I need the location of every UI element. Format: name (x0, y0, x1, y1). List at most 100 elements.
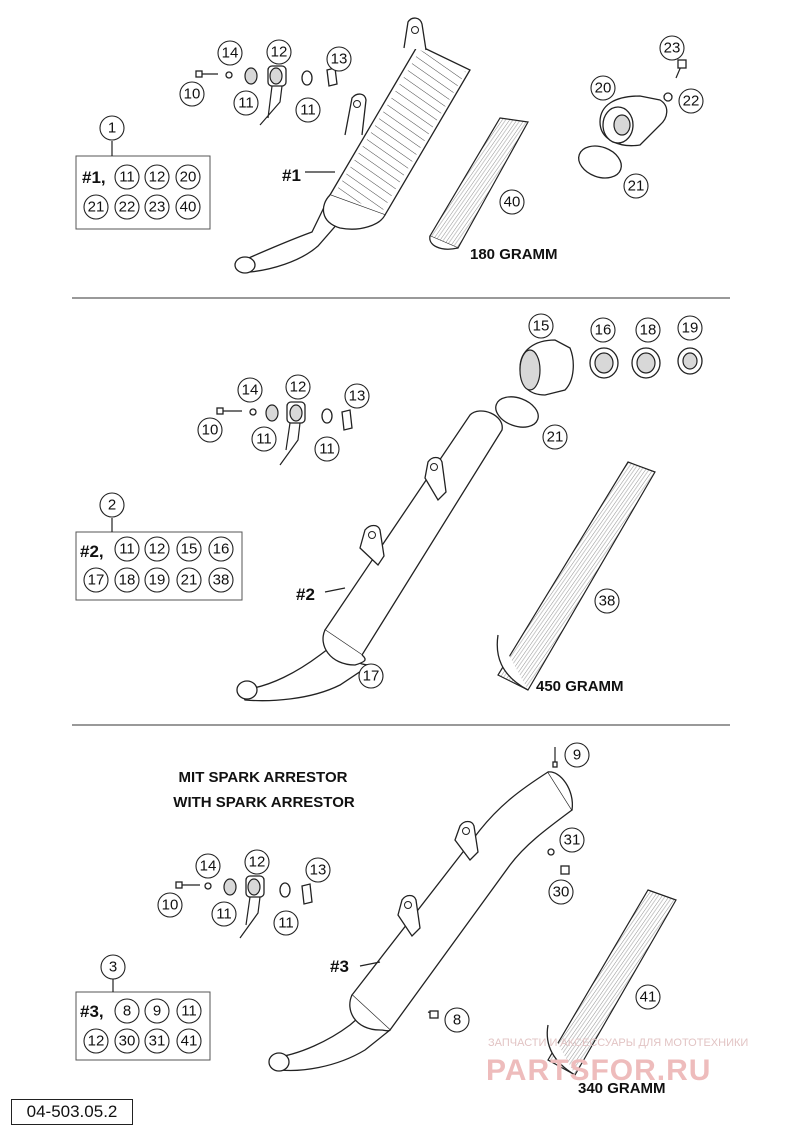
svg-text:9: 9 (573, 747, 581, 764)
callout-11a-s2: 11 (251, 426, 277, 452)
callout-11b: 11 (295, 97, 321, 123)
svg-text:38: 38 (213, 572, 230, 589)
callout-kit3-r1-0: 8 (114, 998, 140, 1024)
mount-hardware-1 (195, 65, 338, 126)
svg-text:12: 12 (271, 44, 288, 61)
callout-kit3-r1-1: 9 (144, 998, 170, 1024)
callout-kit1-r1-2: 20 (175, 164, 201, 190)
svg-text:20: 20 (180, 169, 197, 186)
watermark-tagline: ЗАПЧАСТИ И АКСЕССУАРЫ ДЛЯ МОТОТЕХНИКИ (488, 1037, 748, 1049)
callout-22: 22 (678, 88, 704, 114)
muffler-3-drawing (268, 747, 573, 1072)
callout-kit1-r2-3: 40 (175, 194, 201, 220)
svg-text:11: 11 (238, 95, 254, 112)
callout-kit3-r2-2: 31 (144, 1028, 170, 1054)
svg-text:14: 14 (242, 382, 259, 399)
mount-hardware-2 (216, 401, 353, 466)
svg-text:11: 11 (181, 1003, 197, 1020)
callout-10: 10 (179, 81, 205, 107)
callout-16: 16 (590, 317, 616, 343)
svg-text:21: 21 (181, 572, 198, 589)
callout-19: 19 (677, 315, 703, 341)
callout-kit1-r1-0: 11 (114, 164, 140, 190)
svg-text:12: 12 (88, 1033, 105, 1050)
svg-text:19: 19 (682, 320, 699, 337)
callout-23: 23 (659, 35, 685, 61)
svg-text:1: 1 (108, 120, 116, 137)
svg-text:21: 21 (547, 429, 564, 446)
svg-text:23: 23 (664, 40, 681, 57)
svg-text:12: 12 (290, 379, 307, 396)
callout-31: 31 (559, 827, 585, 853)
svg-text:11: 11 (278, 915, 294, 932)
callout-30: 30 (548, 879, 574, 905)
callout-40: 40 (499, 189, 525, 215)
packing-40-drawing (429, 117, 529, 250)
svg-text:11: 11 (119, 169, 135, 186)
part-tag-2: #2 (296, 585, 315, 604)
callout-12-s2: 12 (285, 374, 311, 400)
callout-kit2-r2-3: 21 (176, 567, 202, 593)
svg-text:11: 11 (119, 541, 135, 558)
svg-text:19: 19 (149, 572, 166, 589)
kit-label-1: #1, (82, 168, 106, 187)
svg-text:12: 12 (149, 169, 166, 186)
callout-21: 21 (623, 173, 649, 199)
svg-text:31: 31 (564, 832, 581, 849)
callout-kit-1: 1 (99, 115, 125, 141)
callout-kit2-r1-1: 12 (144, 536, 170, 562)
svg-text:21: 21 (88, 199, 105, 216)
caption-mit-spark-arrestor: MIT SPARK ARRESTOR (179, 769, 348, 786)
callout-11b-s3: 11 (273, 910, 299, 936)
callout-kit1-r2-2: 23 (144, 194, 170, 220)
kit-label-2: #2, (80, 542, 104, 561)
callout-kit2-r1-3: 16 (208, 536, 234, 562)
section-3: MIT SPARK ARRESTOR WITH SPARK ARRESTOR #… (75, 742, 677, 1097)
callout-41: 41 (635, 984, 661, 1010)
callout-kit1-r2-0: 21 (83, 194, 109, 220)
callout-kit2-r1-2: 15 (176, 536, 202, 562)
svg-text:14: 14 (222, 45, 239, 62)
svg-text:13: 13 (310, 862, 327, 879)
muffler-2-drawing (236, 410, 503, 702)
callout-kit3-r1-2: 11 (176, 998, 202, 1024)
svg-text:10: 10 (184, 86, 201, 103)
svg-text:22: 22 (119, 199, 136, 216)
packing-38-drawing (496, 461, 656, 691)
caption-with-spark-arrestor: WITH SPARK ARRESTOR (173, 794, 355, 811)
svg-text:15: 15 (533, 318, 550, 335)
svg-text:14: 14 (200, 858, 217, 875)
svg-text:8: 8 (123, 1003, 131, 1020)
callout-20: 20 (590, 75, 616, 101)
callout-kit2-r2-4: 38 (208, 567, 234, 593)
muffler-1-drawing (234, 17, 471, 274)
svg-text:3: 3 (109, 959, 117, 976)
svg-text:16: 16 (595, 322, 612, 339)
svg-text:30: 30 (119, 1033, 136, 1050)
callout-11a-s3: 11 (211, 901, 237, 927)
weight-450: 450 GRAMM (536, 678, 624, 695)
callout-38: 38 (594, 588, 620, 614)
packing-41-drawing (546, 889, 677, 1076)
callout-8: 8 (444, 1007, 470, 1033)
svg-text:8: 8 (453, 1012, 461, 1029)
watermark: ЗАПЧАСТИ И АКСЕССУАРЫ ДЛЯ МОТОТЕХНИКИ PA… (486, 1037, 748, 1087)
svg-text:13: 13 (349, 388, 366, 405)
callout-12: 12 (266, 39, 292, 65)
svg-text:31: 31 (149, 1033, 166, 1050)
svg-text:17: 17 (363, 668, 380, 685)
callout-kit1-r1-1: 12 (144, 164, 170, 190)
callout-kit2-r2-1: 18 (114, 567, 140, 593)
callout-12-s3: 12 (244, 849, 270, 875)
svg-text:40: 40 (504, 194, 521, 211)
svg-text:20: 20 (595, 80, 612, 97)
section-1: #1 180 GRAMM (75, 17, 704, 274)
callout-10-s2: 10 (197, 417, 223, 443)
svg-text:15: 15 (181, 541, 198, 558)
svg-text:12: 12 (249, 854, 266, 871)
end-cap-20-drawing (578, 59, 687, 179)
callout-15: 15 (528, 313, 554, 339)
callout-kit2-r2-2: 19 (144, 567, 170, 593)
callout-14-s2: 14 (237, 377, 263, 403)
